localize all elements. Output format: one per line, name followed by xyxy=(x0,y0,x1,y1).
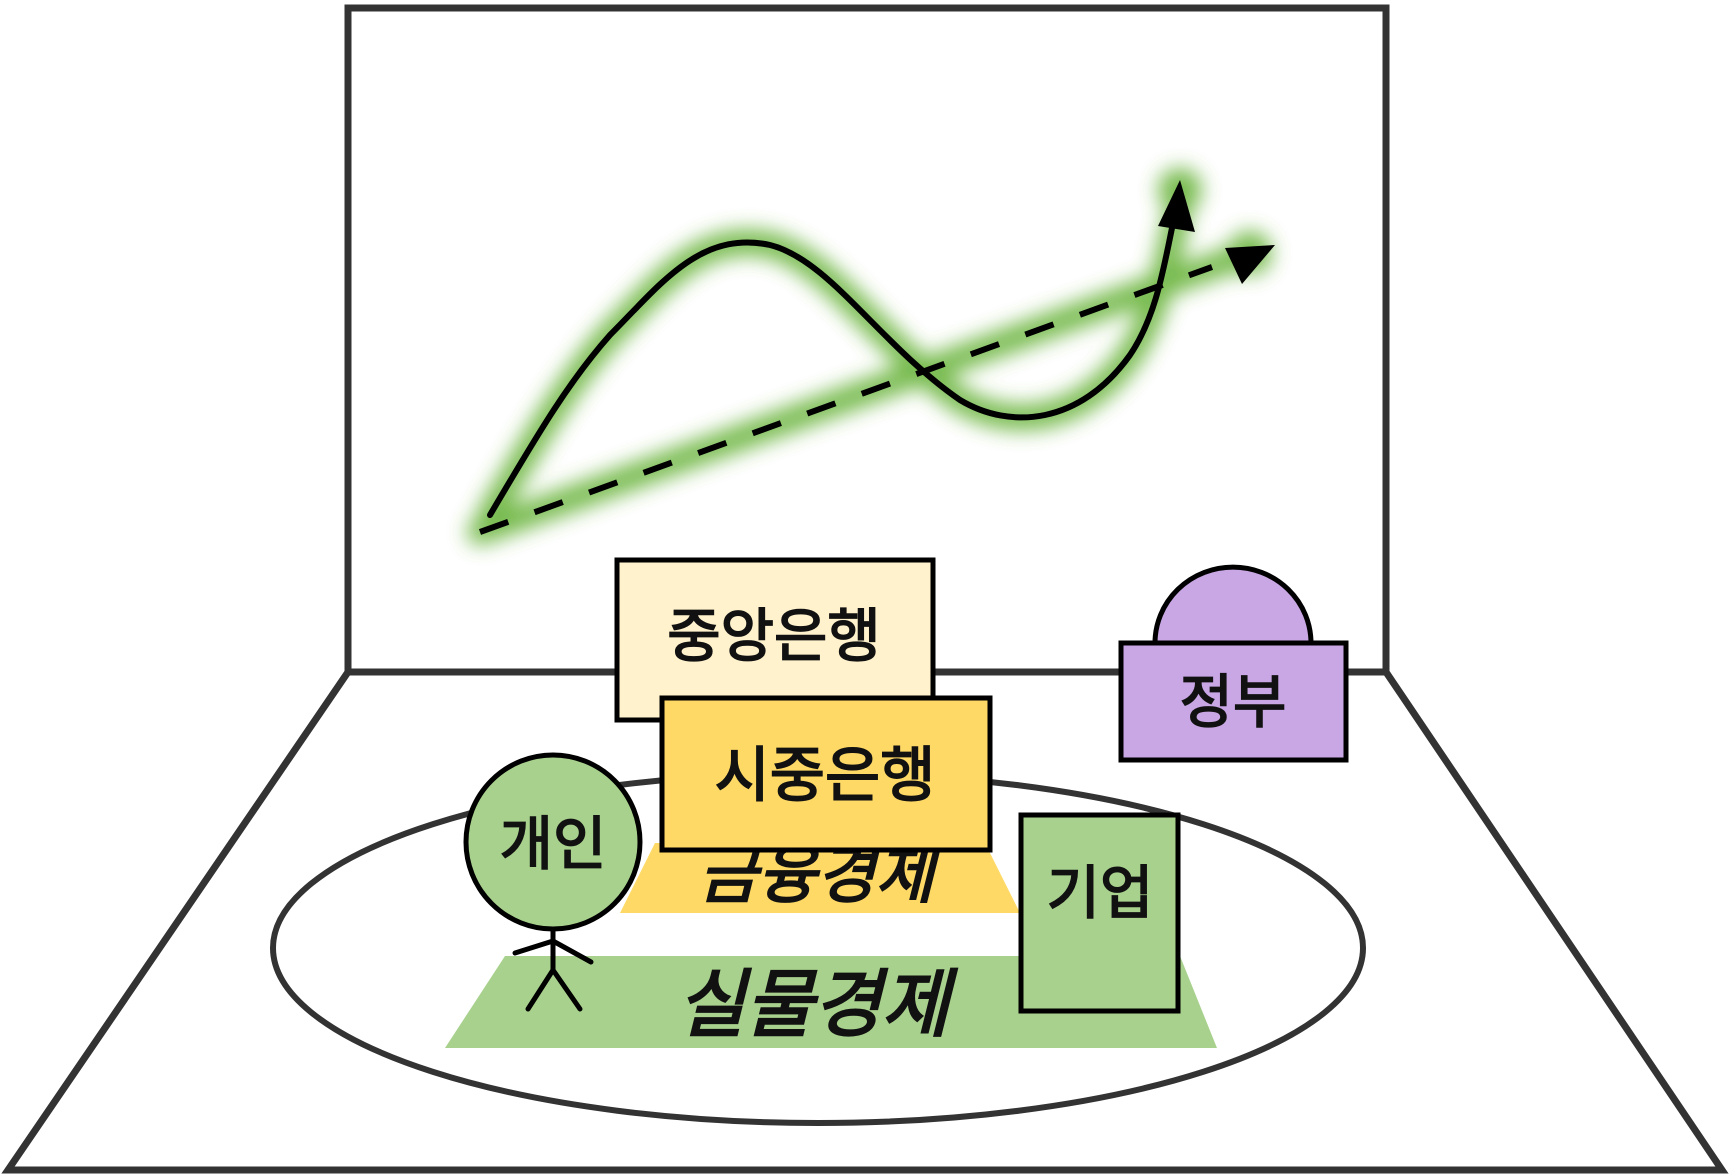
commercial-bank-label: 시중은행 xyxy=(715,741,936,811)
government-building: 정부 xyxy=(1118,564,1349,763)
cycle-curve-arrow-icon xyxy=(487,180,1195,518)
company-box xyxy=(1018,812,1181,1014)
stage-floor xyxy=(1,668,1729,1174)
government-box xyxy=(1118,640,1349,763)
stick-figure-icon xyxy=(463,752,643,1012)
government-dome xyxy=(1152,564,1314,646)
dashed-trend-arrow-icon xyxy=(478,245,1275,535)
central-bank-box xyxy=(614,557,936,723)
financial-economy-platform xyxy=(620,843,1020,913)
central-bank-label: 중앙은행 xyxy=(667,602,880,670)
government-label: 정부 xyxy=(1180,668,1287,736)
commercial-bank-box xyxy=(659,695,993,853)
individual-label: 개인 xyxy=(500,810,607,878)
real-economy-label: 실물경제 xyxy=(673,961,967,1048)
company-label: 기업 xyxy=(1047,859,1154,927)
